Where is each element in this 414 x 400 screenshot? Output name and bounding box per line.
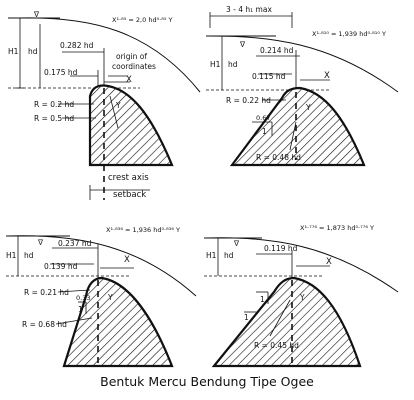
x-axis-label: X <box>124 255 130 265</box>
panel-vertical-upstream-face: ∇ H1 hd X¹·⁸⁵ = 2,0 hd⁰·⁸⁵ Y 0.282 hd 0.… <box>8 10 201 200</box>
hd-label: hd <box>28 47 38 56</box>
radius-2: R = 0.68 hd <box>22 320 67 329</box>
radius-1: R = 0.45 hd <box>254 341 299 350</box>
h1-label: H1 <box>8 47 19 56</box>
slope-ratio: 0.67 <box>256 114 270 122</box>
panel-slope-1-1: ∇ H1 hd X¹·⁷⁷⁶ = 1,873 hd⁰·⁷⁷⁶ Y 0.119 h… <box>204 224 399 368</box>
hd-label: hd <box>224 251 234 260</box>
y-axis-label: Y <box>115 101 121 110</box>
x-axis-label: X <box>126 75 132 85</box>
top-dim-label: 3 - 4 h₁ max <box>226 5 272 14</box>
upper-nappe-curve <box>17 17 201 93</box>
radius-2: R = 0.5 hd <box>34 114 74 123</box>
origin-label-2: coordinates <box>112 62 156 71</box>
equation: X¹·⁷⁷⁶ = 1,873 hd⁰·⁷⁷⁶ Y <box>300 224 374 232</box>
crest-axis-label: crest axis <box>108 173 149 183</box>
y-axis-label: Y <box>107 293 113 302</box>
y-axis-label: Y <box>305 103 311 112</box>
radius-1: R = 0.22 hd <box>226 96 271 105</box>
slope-one-a: 1 <box>260 295 265 304</box>
slope-one-b: 1 <box>244 313 249 322</box>
setback-label: setback <box>113 190 146 200</box>
equation: X¹·⁸¹⁰ = 1,939 hd⁰·⁸¹⁰ Y <box>312 30 386 38</box>
dim-0214: 0.214 hd <box>260 46 294 55</box>
x-axis-label: X <box>324 71 330 81</box>
weir-body <box>88 84 174 167</box>
panel-slope-1-3: ∇ H1 hd X¹·⁸³⁶ = 1,936 hd⁰·⁸³⁶ Y 0.237 h… <box>6 226 197 368</box>
equation: X¹·⁸³⁶ = 1,936 hd⁰·⁸³⁶ Y <box>106 226 180 234</box>
dim-0175: 0.175 hd <box>44 68 78 77</box>
dim-0282: 0.282 hd <box>60 41 94 50</box>
h1-label: H1 <box>6 251 17 260</box>
h1-label: H1 <box>206 251 217 260</box>
weir-body <box>62 276 174 368</box>
y-axis-label: Y <box>299 293 305 302</box>
figure-caption: Bentuk Mercu Bendung Tipe Ogee <box>100 374 314 389</box>
weir-body <box>211 276 362 368</box>
water-level-symbol: ∇ <box>37 238 44 247</box>
radius-1: R = 0.21 hd <box>24 288 69 297</box>
origin-label-1: origin of <box>116 52 147 61</box>
slope-ratio: 0.33 <box>76 294 90 302</box>
panel-slope-2-3: 3 - 4 h₁ max ∇ H1 hd X¹·⁸¹⁰ = 1,939 hd⁰·… <box>206 5 399 167</box>
hd-label: hd <box>228 60 238 69</box>
radius-2: R = 0.48 hd <box>256 153 301 162</box>
equation: X¹·⁸⁵ = 2,0 hd⁰·⁸⁵ Y <box>112 16 173 24</box>
dim-0119: 0.119 hd <box>264 244 298 253</box>
water-level-symbol: ∇ <box>239 40 246 49</box>
water-level-symbol: ∇ <box>233 239 240 248</box>
water-level-symbol: ∇ <box>33 10 40 19</box>
radius-1: R = 0.2 hd <box>34 100 74 109</box>
dim-0237: 0.237 hd <box>58 239 92 248</box>
slope-one: 1 <box>262 127 267 136</box>
dim-0139: 0.139 hd <box>44 262 78 271</box>
x-axis-label: X <box>326 257 332 267</box>
h1-label: H1 <box>210 60 221 69</box>
hd-label: hd <box>24 251 34 260</box>
dim-0115: 0.115 hd <box>252 72 286 81</box>
upper-nappe-curve <box>209 35 399 93</box>
weir-body <box>229 86 366 167</box>
slope-one: 1 <box>78 305 83 314</box>
